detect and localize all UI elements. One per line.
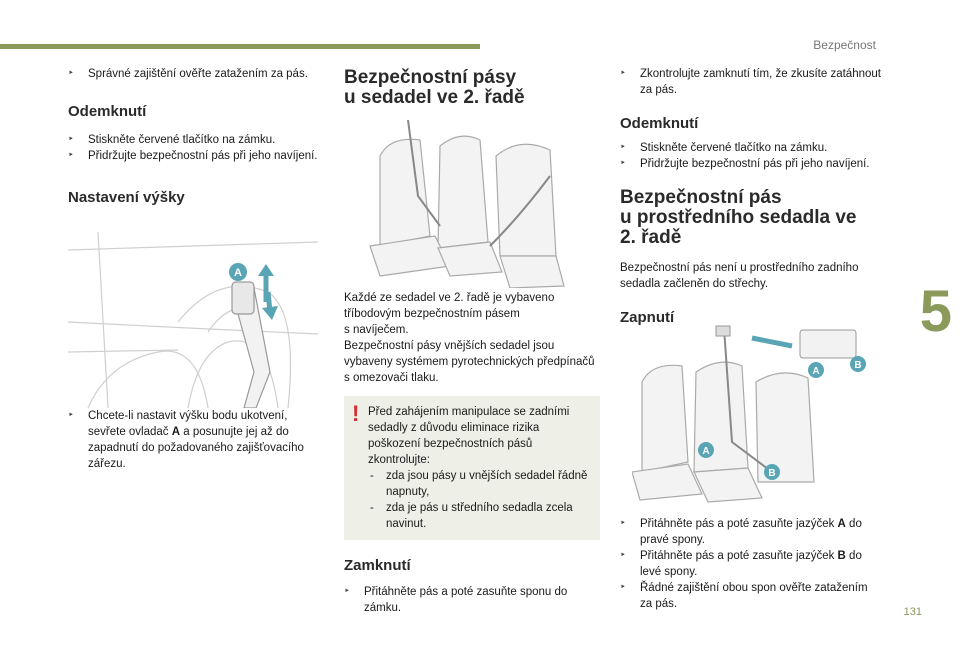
- heading-unlock-middle: Odemknutí: [620, 115, 699, 132]
- warning-box: ! Před zahájením manipulace se zadními s…: [344, 396, 600, 540]
- unlock-middle-step-1: Stiskněte červené tlačítko na zámku.: [620, 140, 882, 156]
- lock-step-1: Přitáhněte pás a poté zasuňte sponu do z…: [344, 584, 600, 616]
- fasten-step-1: Přitáhněte pás a poté zasuňte jazýček A …: [620, 516, 882, 548]
- heading-fasten: Zapnutí: [620, 309, 675, 326]
- fasten-step-3: Řádné zajištění obou spon ověřte zatažen…: [620, 580, 882, 612]
- heading-unlock: Odemknutí: [68, 103, 147, 120]
- warning-item-2: zda je pás u středního sedadla zcela nav…: [368, 500, 592, 532]
- heading-height: Nastavení výšky: [68, 189, 185, 206]
- fasten-step-2: Přitáhněte pás a poté zasuňte jazýček B …: [620, 548, 882, 580]
- heading-lock: Zamknutí: [344, 557, 411, 574]
- warning-icon: !: [352, 401, 360, 426]
- warning-text: Před zahájením manipulace se zadními sed…: [368, 406, 570, 466]
- desc-2nd-row-3: Bezpečnostní pásy vnějších sedadel jsou …: [344, 340, 595, 384]
- rear-seats-illustration: [369, 119, 565, 288]
- desc-2nd-row-1: Každé ze sedadel ve 2. řadě je vybaveno …: [344, 292, 555, 320]
- label-a-top: A: [812, 366, 819, 377]
- column-right: Zkontrolujte zamknutí tím, že zkusíte za…: [620, 66, 882, 612]
- header-bar: [0, 44, 480, 49]
- desc-2nd-row-2: s navíječem.: [344, 324, 409, 336]
- label-b-bottom: B: [768, 468, 775, 479]
- middle-belt-illustration: A B A B: [632, 325, 866, 503]
- height-adjust-illustration: A: [68, 232, 319, 408]
- label-a: A: [234, 267, 242, 279]
- label-a-bottom: A: [702, 446, 709, 457]
- label-b-top: B: [854, 360, 861, 371]
- unlock-middle-step-2: Přidržujte bezpečnostní pás při jeho nav…: [620, 156, 882, 172]
- height-step-1: Chcete-li nastavit výšku bodu ukotvení, …: [68, 408, 322, 472]
- unlock-step-2: Přidržujte bezpečnostní pás při jeho nav…: [68, 148, 322, 164]
- middle-desc: Bezpečnostní pás není u prostředního zad…: [620, 262, 859, 290]
- column-left: Správné zajištění ověřte zatažením za pá…: [68, 66, 322, 472]
- page-number: 131: [903, 606, 922, 618]
- unlock-step-1: Stiskněte červené tlačítko na zámku.: [68, 132, 322, 148]
- intro-text: Správné zajištění ověřte zatažením za pá…: [68, 66, 322, 82]
- section-title: Bezpečnost: [813, 38, 876, 52]
- warning-item-1: zda jsou pásy u vnějších sedadel řádně n…: [368, 468, 592, 500]
- chapter-number: 5: [919, 279, 952, 344]
- check-text: Zkontrolujte zamknutí tím, že zkusíte za…: [620, 66, 882, 98]
